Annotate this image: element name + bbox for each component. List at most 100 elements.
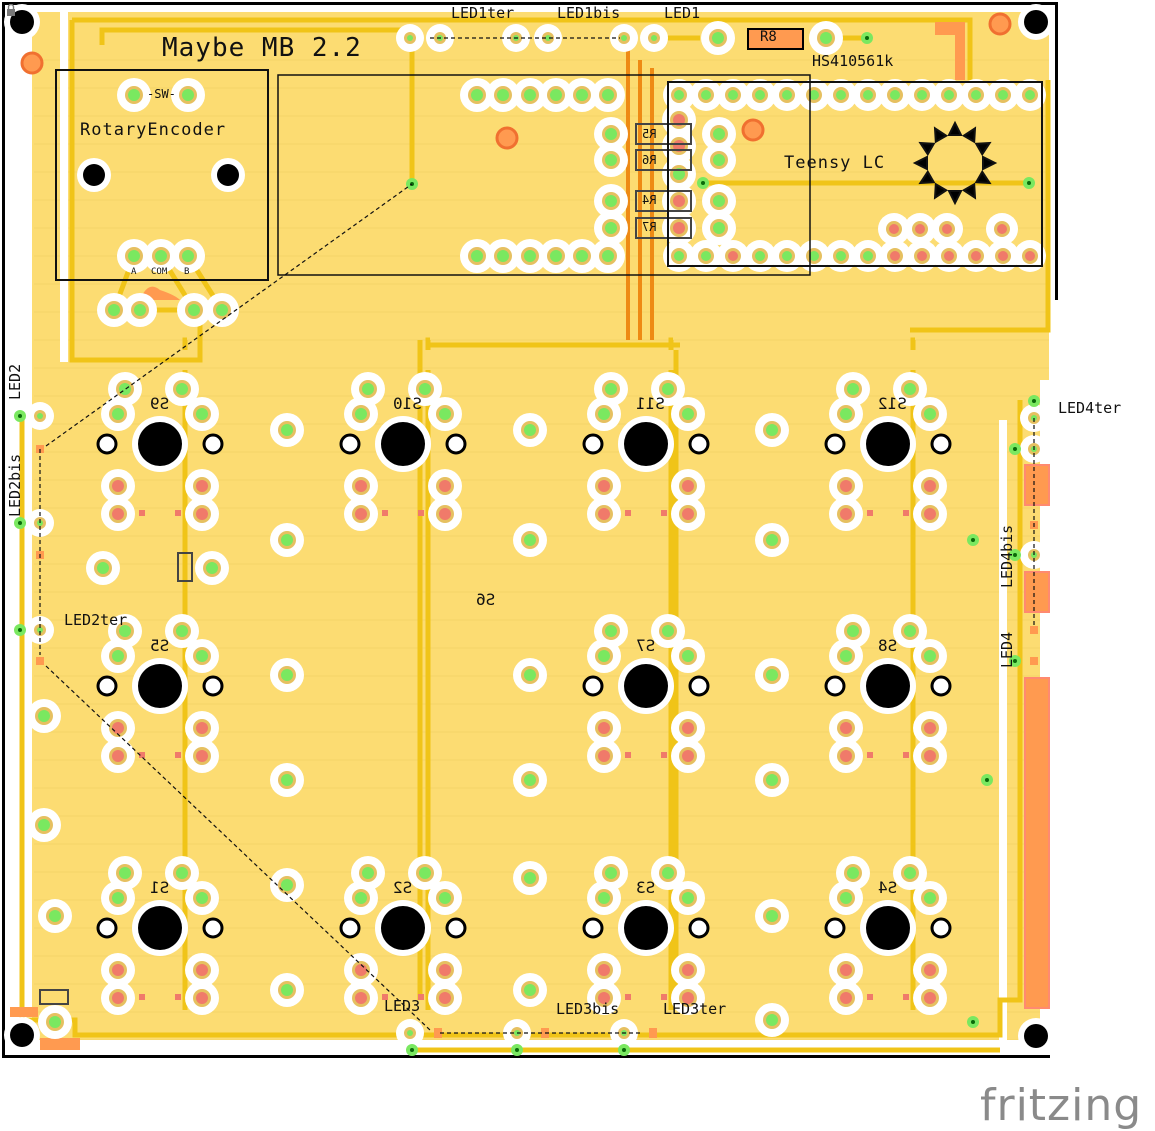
pad-top: [497, 250, 509, 262]
pad-top: [439, 892, 451, 904]
smd-dot: [139, 510, 145, 516]
pad-top: [998, 90, 1008, 100]
resistor-r6-label: R6: [642, 153, 657, 167]
pad-top: [924, 892, 936, 904]
mounting-hole: [381, 906, 425, 950]
pad-top: [836, 90, 846, 100]
pad-bottom: [355, 992, 367, 1004]
pad-bottom: [196, 722, 208, 734]
pad-bottom: [598, 722, 610, 734]
corner-pad: [988, 12, 1012, 36]
pad-top: [281, 984, 293, 996]
pad-bottom: [840, 992, 852, 1004]
smd-dot: [661, 510, 667, 516]
led4bis-label: LED4bis: [998, 524, 1016, 588]
pad-top: [682, 892, 694, 904]
pad-top: [662, 867, 674, 879]
pad-top: [904, 625, 916, 637]
switch-label-s10: S10: [393, 394, 422, 413]
smd-dot: [175, 752, 181, 758]
pad-top: [782, 251, 792, 261]
corner-smd: [40, 1038, 80, 1050]
teensy-outline: [667, 81, 1043, 267]
mounting-hole: [10, 10, 34, 34]
pad-top: [605, 195, 617, 207]
encoder-pin-b-label: B: [184, 267, 190, 277]
pad-bottom: [924, 964, 936, 976]
mounting-hole: [138, 422, 182, 466]
pad-top: [924, 408, 936, 420]
led4-smd: [1024, 464, 1050, 506]
pad-top: [713, 128, 725, 140]
lock-icon[interactable]: [6, 4, 16, 16]
pad-bottom: [112, 992, 124, 1004]
pad-bottom: [112, 722, 124, 734]
pad-top: [38, 819, 50, 831]
alignment-hole: [930, 433, 952, 455]
pad-top: [97, 562, 109, 574]
pad-bottom: [840, 722, 852, 734]
via-hole: [701, 181, 705, 185]
alignment-hole: [824, 433, 846, 455]
pad-top: [355, 892, 367, 904]
pad-top: [605, 222, 617, 234]
pad-bottom: [924, 722, 936, 734]
via-hole: [410, 1048, 414, 1052]
mounting-hole: [381, 422, 425, 466]
pad-top: [890, 90, 900, 100]
pad-bottom: [840, 964, 852, 976]
via-hole: [865, 36, 869, 40]
alignment-hole: [582, 917, 604, 939]
smd-dot: [418, 994, 424, 1000]
alignment-hole: [582, 675, 604, 697]
pad-top: [524, 250, 536, 262]
led-smd-pad: [1030, 626, 1038, 634]
pad-bottom: [915, 224, 925, 234]
pad-top: [524, 669, 536, 681]
smd-dot: [139, 752, 145, 758]
alignment-hole: [202, 433, 224, 455]
pad-top: [598, 650, 610, 662]
pad-bottom: [944, 251, 954, 261]
board-title: Maybe MB 2.2: [162, 33, 362, 63]
alignment-hole: [445, 433, 467, 455]
pad-top: [112, 650, 124, 662]
pad-bottom: [112, 750, 124, 762]
via-hole: [622, 1048, 626, 1052]
smd-dot: [418, 510, 424, 516]
pad-top: [713, 195, 725, 207]
pad-top: [128, 89, 140, 101]
alignment-arrow: [947, 190, 963, 206]
resistor-r7-label: R7: [642, 220, 657, 234]
pad-bottom: [890, 251, 900, 261]
smd-dot: [625, 994, 631, 1000]
led-smd-pad: [36, 657, 44, 665]
alignment-arrow: [933, 182, 949, 200]
ratsnest-line: [45, 183, 413, 447]
pad-top: [576, 89, 588, 101]
connector-outline: [177, 552, 193, 582]
led-smd-pad: [1030, 657, 1038, 665]
pad-bottom: [682, 508, 694, 520]
pad-top: [836, 251, 846, 261]
switch-label-s6: S6: [476, 590, 496, 609]
pad-top: [176, 867, 188, 879]
pad-bottom: [673, 195, 685, 207]
trace: [425, 337, 431, 350]
pad-top: [904, 383, 916, 395]
pad-top: [188, 304, 200, 316]
led-smd-pad: [434, 1028, 442, 1038]
switch-label-s1: S1: [150, 878, 170, 897]
display-label: HS410561k: [812, 52, 894, 70]
pad-top: [281, 534, 293, 546]
alignment-arrow: [918, 169, 936, 185]
pad-top: [782, 90, 792, 100]
resistor-r8-body: [747, 28, 804, 50]
pad-top: [407, 35, 413, 41]
pad-top: [281, 879, 293, 891]
smd-dot: [903, 510, 909, 516]
pad-bottom: [840, 508, 852, 520]
mounting-hole: [1024, 10, 1048, 34]
smd-dot: [625, 752, 631, 758]
